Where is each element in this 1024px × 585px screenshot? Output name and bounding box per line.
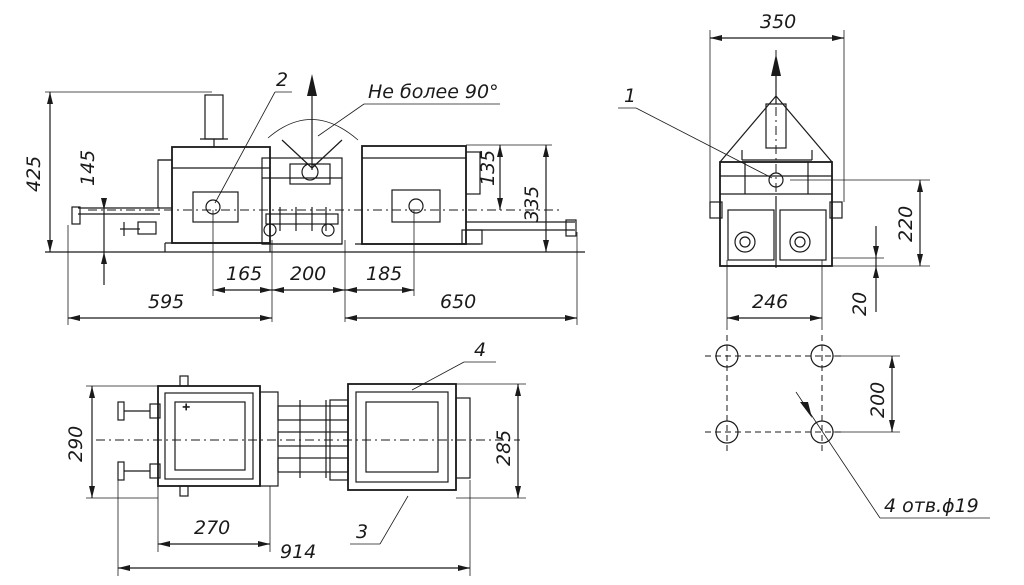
dim-200-holes: 200	[867, 382, 889, 418]
dim-200-front: 200	[290, 263, 326, 285]
dim-335: 335	[521, 186, 543, 222]
dim-350: 350	[760, 11, 796, 33]
dim-290: 290	[65, 426, 87, 462]
top-dimensions: 290 285 270 914 4 3	[65, 339, 526, 576]
callout-2: 2	[276, 69, 288, 91]
dim-425: 425	[23, 156, 45, 192]
dim-270: 270	[194, 517, 230, 539]
dim-185: 185	[366, 263, 402, 285]
callout-4: 4	[474, 339, 486, 361]
dim-285: 285	[493, 430, 515, 466]
dim-145: 145	[77, 150, 99, 186]
side-view	[709, 50, 843, 270]
holes-note: 4 отв.ϕ19	[884, 495, 979, 517]
top-view: +	[96, 375, 520, 497]
side-dimensions: 350 220 20 246 1	[618, 11, 930, 330]
dim-220: 220	[895, 206, 917, 242]
callout-3: 3	[356, 521, 368, 543]
dim-595: 595	[148, 291, 184, 313]
callout-1: 1	[624, 85, 636, 107]
dim-135: 135	[477, 150, 499, 186]
front-dimensions: 425 145 135 335 165 200 185	[23, 69, 578, 325]
dim-165: 165	[226, 263, 262, 285]
svg-text:+: +	[182, 402, 190, 413]
hole-pattern: 200 4 отв.ϕ19	[705, 335, 990, 519]
dim-20: 20	[849, 292, 871, 316]
front-view	[45, 74, 585, 253]
dim-914: 914	[280, 541, 316, 563]
dim-246: 246	[752, 291, 788, 313]
dim-650: 650	[440, 291, 476, 313]
angle-note: Не более 90°	[368, 81, 499, 103]
